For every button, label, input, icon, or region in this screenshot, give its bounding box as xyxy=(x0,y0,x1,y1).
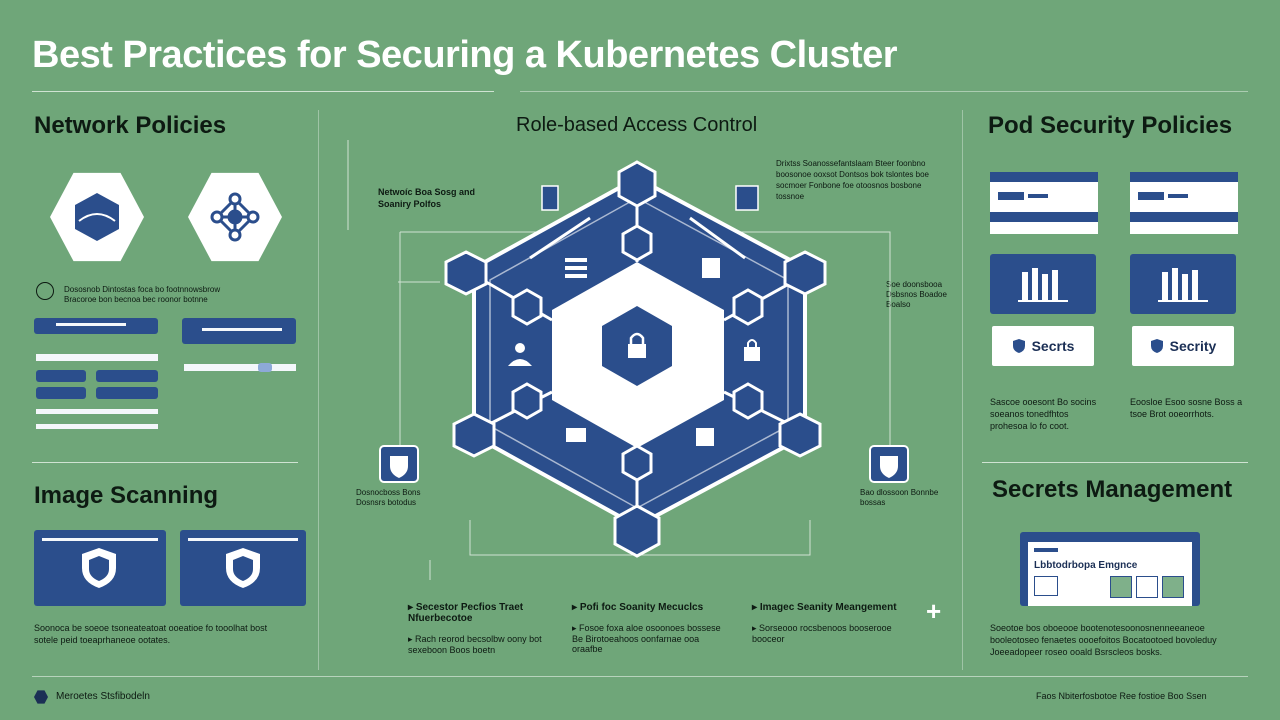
lock-icon xyxy=(744,339,760,361)
shield-icon xyxy=(82,548,116,588)
footer-right: Faos Nbiterfosbotoe Ree fostioe Boo Ssen xyxy=(1036,691,1207,701)
secrets-window: Lbbtodrbopa Emgnce xyxy=(1020,532,1200,606)
policy-row xyxy=(36,424,158,429)
bullet-3-body: Sorseooo rocsbenoos booserooe booceor xyxy=(752,623,892,644)
bullet-1-body: Rach reorod becsolbw oony bot sexeboon B… xyxy=(408,634,542,655)
kubernetes-icon xyxy=(34,690,48,704)
policy-bar-2 xyxy=(182,318,296,344)
image-note: Soonoca be soeoe tsoneateatoat ooeatioe … xyxy=(34,623,268,645)
lock-icon xyxy=(628,332,646,358)
security-button[interactable]: Secrity xyxy=(1132,326,1234,366)
pod-note-1: Sascoe ooesont Bo socins soeanos tonedfh… xyxy=(990,397,1097,431)
footer-left: Meroetes Stsfibodeln xyxy=(56,691,150,702)
shield-icon xyxy=(1012,339,1025,353)
pod-note-2: Eoosloe Esoo sosne Boss a tsoe Brot ooeo… xyxy=(1130,397,1243,419)
policy-row xyxy=(184,364,296,371)
policy-row xyxy=(36,354,158,361)
server-panel-2 xyxy=(1130,254,1236,314)
section-title-pod: Pod Security Policies xyxy=(988,112,1233,139)
shield-icon xyxy=(1150,339,1163,353)
policy-toggle xyxy=(96,387,158,399)
section-title-network: Network Policies xyxy=(34,112,227,139)
kubernetes-icon xyxy=(50,172,144,262)
bullet-3-head: Imagec Seanity Meangement xyxy=(759,602,897,613)
plus-icon: + xyxy=(926,596,942,626)
bullet-1-head: Secestor Pecfios Traet Nfuerbecotoe xyxy=(408,602,524,624)
column-divider xyxy=(318,110,319,670)
title-divider xyxy=(32,91,494,92)
section-title-image: Image Scanning xyxy=(34,482,219,509)
policy-bar-1 xyxy=(34,318,158,334)
server-icon xyxy=(1018,268,1068,302)
bullet-2-body: Fosoe foxa aloe osoonoes bossese Be Biro… xyxy=(572,623,721,654)
secrets-button[interactable]: Secrts xyxy=(992,326,1094,366)
server-panel-1 xyxy=(990,254,1096,314)
server-icon xyxy=(1158,268,1208,302)
policy-toggle xyxy=(36,387,86,399)
bullet-2-head: Pofi foc Soanity Mecuclcs xyxy=(579,602,704,613)
policy-toggle xyxy=(96,370,158,382)
network-graph-icon xyxy=(188,172,282,262)
rbac-diagram xyxy=(347,140,909,580)
secrets-window-header: Lbbtodrbopa Emgnce xyxy=(1034,560,1138,571)
shield-icon xyxy=(379,185,909,483)
policy-toggle xyxy=(36,370,86,382)
network-desc: Dososnob Dintostas foca bo footnnowsbrow… xyxy=(64,285,221,304)
bullet-3: ▸ Imagec Seanity Meangement ▸ Sorseooo r… xyxy=(752,602,897,644)
section-title-secrets: Secrets Management xyxy=(992,476,1233,503)
center-top-note: Drixtss Soanossefantslaam Bteer foonbno … xyxy=(776,159,929,201)
pod-window-1 xyxy=(990,172,1098,234)
section-divider xyxy=(32,462,298,463)
shield-icon xyxy=(226,548,260,588)
section-title-rbac: Role-based Access Control xyxy=(516,114,758,136)
title-divider-right xyxy=(520,91,1248,92)
bullet-2: ▸ Pofi foc Soanity Mecuclcs ▸ Fosoe foxa… xyxy=(572,602,721,654)
column-divider xyxy=(962,110,963,670)
policy-slider-thumb xyxy=(258,363,272,372)
section-divider xyxy=(982,462,1248,463)
scan-window-1 xyxy=(34,530,166,606)
rbac-label: Netwoíc Boa Sosg and Soaniry Polfos xyxy=(378,187,476,209)
user-icon xyxy=(508,343,532,366)
security-button-label: Secrity xyxy=(1169,338,1217,354)
right-mid-note: Soe doonsbooa Dsbsnos Boadoe Boalso xyxy=(886,280,947,309)
shield-icon xyxy=(36,282,54,300)
secrets-button-label: Secrts xyxy=(1031,338,1075,354)
pod-window-2 xyxy=(1130,172,1238,234)
right-low-note: Bao dlossoon Bonnbe bossas xyxy=(860,488,939,507)
left-mid-note: Dosnocboss Bons Dosnsrs botodus xyxy=(356,488,421,507)
footer-divider xyxy=(32,676,1248,677)
page-title: Best Practices for Securing a Kubernetes… xyxy=(32,34,898,76)
policy-row xyxy=(36,409,158,414)
secrets-note: Soeotoe bos oboeooe bootenotesoonosnenne… xyxy=(990,623,1217,657)
scan-window-2 xyxy=(180,530,306,606)
bullet-1: ▸ Secestor Pecfios Traet Nfuerbecotoe ▸ … xyxy=(408,602,542,655)
